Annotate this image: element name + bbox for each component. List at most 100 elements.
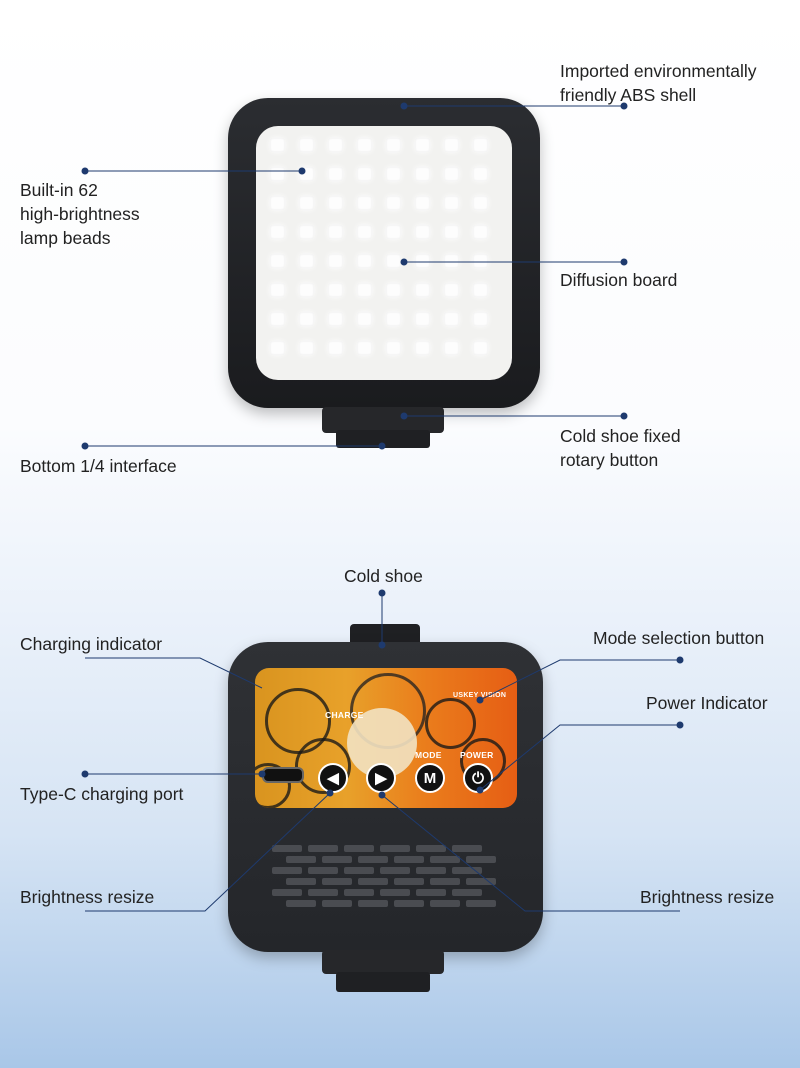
lamp-bead	[444, 341, 459, 355]
lamp-bead	[328, 167, 343, 181]
label-mode-button: Mode selection button	[593, 628, 765, 648]
vent-slot	[358, 856, 388, 863]
lamp-bead	[328, 196, 343, 210]
lamp-bead	[328, 225, 343, 239]
vent-slot	[358, 878, 388, 885]
lamp-bead	[444, 196, 459, 210]
lamp-bead	[444, 138, 459, 152]
lamp-bead	[386, 312, 401, 326]
lamp-bead	[386, 283, 401, 297]
vent-slot	[452, 845, 482, 852]
vent-slot	[308, 845, 338, 852]
vent-slot	[394, 900, 424, 907]
vent-slot	[380, 867, 410, 874]
lamp-bead	[473, 312, 488, 326]
lamp-bead	[328, 283, 343, 297]
right-arrow-icon: ▶	[375, 770, 387, 787]
lamp-bead	[299, 138, 314, 152]
vent-slot	[394, 856, 424, 863]
mode-button[interactable]: M	[415, 763, 445, 793]
vent-slot	[416, 867, 446, 874]
lamp-bead	[473, 225, 488, 239]
vent-slot	[380, 845, 410, 852]
lamp-bead	[328, 138, 343, 152]
vent-slot	[322, 900, 352, 907]
lamp-bead	[386, 254, 401, 268]
lamp-bead	[415, 167, 430, 181]
mode-m-icon: M	[423, 769, 437, 787]
lamp-bead	[299, 225, 314, 239]
bottom-mount-top	[336, 430, 430, 448]
lamp-bead	[299, 341, 314, 355]
lamp-bead	[270, 341, 285, 355]
vent-slot	[430, 900, 460, 907]
vent-slot	[344, 867, 374, 874]
vent-slot	[394, 878, 424, 885]
lamp-bead	[473, 167, 488, 181]
lamp-bead	[415, 254, 430, 268]
lamp-bead	[299, 312, 314, 326]
vent-slot	[416, 845, 446, 852]
vent-slot	[380, 889, 410, 896]
vent-slot	[466, 878, 496, 885]
brightness-down-button[interactable]: ◀	[318, 763, 348, 793]
vent-slot	[308, 889, 338, 896]
vent-slot	[272, 867, 302, 874]
lamp-bead	[415, 283, 430, 297]
left-arrow-icon: ◀	[327, 770, 339, 787]
lamp-bead	[299, 283, 314, 297]
lamp-bead	[270, 312, 285, 326]
cold-shoe-rotary-top	[322, 407, 444, 433]
label-rotary-button: Cold shoe fixed rotary button	[560, 426, 681, 470]
vent-slot	[272, 889, 302, 896]
panel-brand-text: USKEY VISION	[453, 692, 507, 699]
lamp-bead	[270, 225, 285, 239]
vent-slot	[322, 878, 352, 885]
cold-shoe-slot	[350, 624, 420, 646]
lamp-bead	[357, 138, 372, 152]
vent-slot	[308, 867, 338, 874]
vent-slot	[322, 856, 352, 863]
vent-slot	[344, 889, 374, 896]
bottom-mount-back-plate	[336, 972, 430, 992]
lamp-bead	[473, 138, 488, 152]
lamp-bead	[270, 138, 285, 152]
lamp-bead	[357, 196, 372, 210]
label-brightness-left: Brightness resize	[20, 887, 155, 907]
panel-charge-text: CHARGE	[325, 710, 364, 720]
lamp-bead	[270, 196, 285, 210]
label-type-c-port: Type-C charging port	[20, 784, 184, 804]
panel-power-text: POWER	[460, 750, 494, 760]
lamp-bead	[473, 283, 488, 297]
label-brightness-right: Brightness resize	[640, 887, 775, 907]
bottom-mount-back	[322, 950, 444, 974]
lamp-bead	[415, 196, 430, 210]
lamp-bead	[299, 196, 314, 210]
lamp-bead	[386, 196, 401, 210]
power-button[interactable]: ⏻	[463, 763, 493, 793]
lamp-bead	[386, 167, 401, 181]
lamp-bead	[270, 283, 285, 297]
lamp-bead	[270, 254, 285, 268]
lamp-bead	[357, 225, 372, 239]
lamp-bead	[444, 225, 459, 239]
label-lamp-beads: Built-in 62 high-brightness lamp beads	[20, 180, 140, 248]
lamp-bead	[473, 254, 488, 268]
lamp-bead	[386, 341, 401, 355]
lamp-bead	[357, 254, 372, 268]
vent-slot	[286, 856, 316, 863]
vent-slot	[416, 889, 446, 896]
lamp-bead	[386, 138, 401, 152]
vent-slot	[430, 856, 460, 863]
lamp-bead	[444, 283, 459, 297]
lamp-bead	[299, 254, 314, 268]
vent-slot	[286, 900, 316, 907]
label-power-indicator: Power Indicator	[646, 693, 768, 713]
vent-slot	[272, 845, 302, 852]
power-icon: ⏻	[472, 769, 484, 787]
lamp-bead	[357, 167, 372, 181]
lamp-bead	[444, 312, 459, 326]
vent-slot	[286, 878, 316, 885]
vent-slot	[358, 900, 388, 907]
